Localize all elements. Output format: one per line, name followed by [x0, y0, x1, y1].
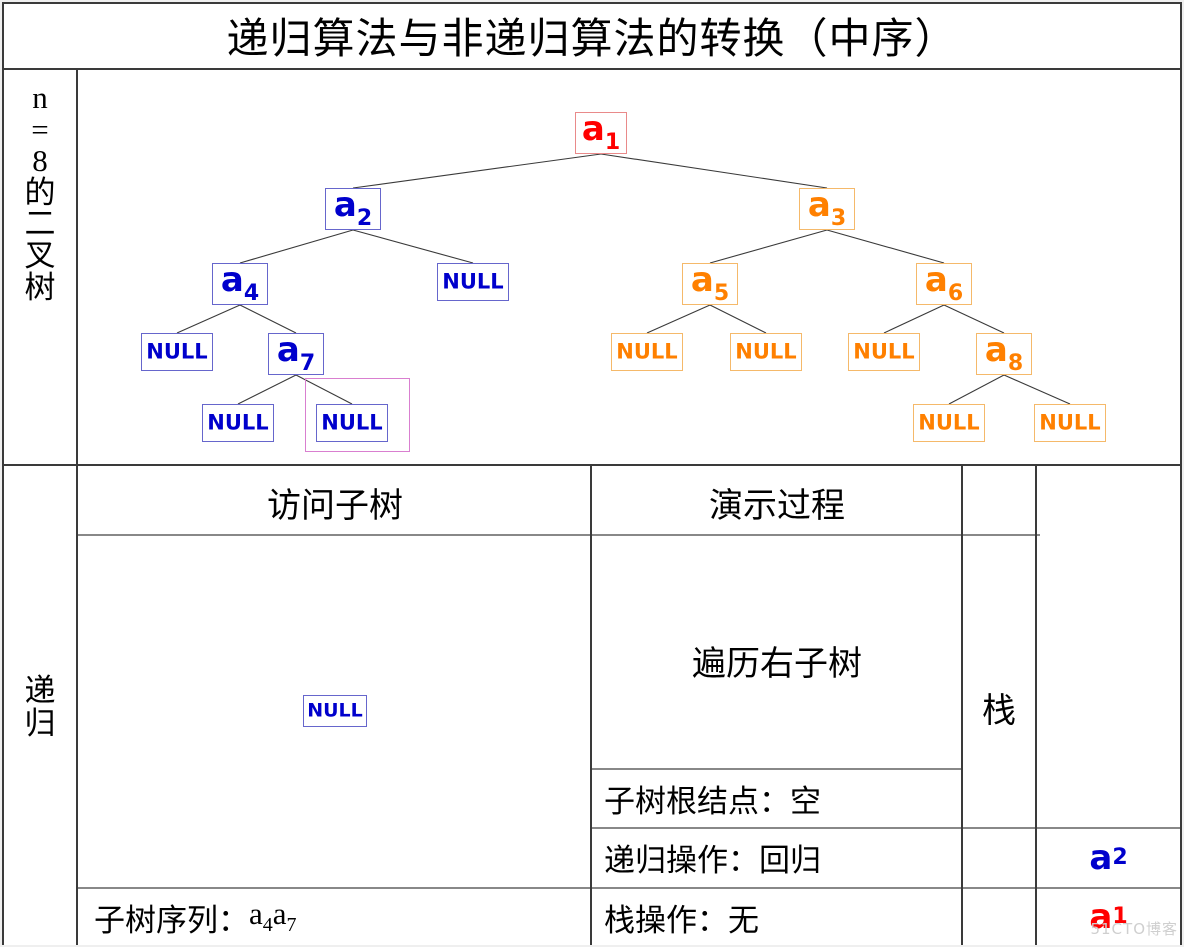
- tree-node-label: a2: [333, 185, 373, 231]
- tree-row-label-char: 树: [24, 269, 56, 305]
- tree-edges: [176, 153, 1071, 405]
- frame-right-line: [1180, 2, 1182, 945]
- tree-edge: [352, 229, 474, 264]
- tree-node-a3: a3: [799, 188, 855, 230]
- tree-node-label: NULL: [207, 410, 269, 435]
- tree-node-n5l: NULL: [611, 333, 683, 371]
- tree-node-n4l: NULL: [141, 333, 213, 371]
- tree-row-label: n = 8 的 二 叉 树: [4, 72, 76, 464]
- tree-node-label: a8: [984, 330, 1024, 376]
- visit-subtree-null-node: NULL: [303, 695, 367, 727]
- demo-main-text: 遍历右子树: [692, 645, 862, 683]
- tree-node-label: a6: [924, 260, 964, 306]
- header-visit-subtree: 访问子树: [267, 487, 403, 525]
- tree-row-label-char: 8: [32, 143, 48, 179]
- frame-left-line: [2, 2, 4, 945]
- tree-bottom-line: [0, 464, 1184, 466]
- header-demo-process: 演示过程: [709, 487, 845, 525]
- demo-divider-3: [78, 887, 1184, 889]
- demo-row-stack-op: 栈操作：无: [604, 902, 759, 938]
- tree-node-a6: a6: [916, 263, 972, 305]
- tree-row-label-char: =: [31, 111, 49, 147]
- tree-node-n8l: NULL: [913, 404, 985, 442]
- header-bottom-line: [78, 534, 1040, 536]
- tree-node-label: a3: [807, 185, 847, 231]
- subtree-sequence-row: 子树序列： a4a7: [94, 889, 584, 945]
- tree-node-label: a7: [276, 330, 316, 376]
- tree-row-label-char: 的: [24, 174, 56, 210]
- tree-node-a2: a2: [325, 188, 381, 230]
- frame-top-line: [0, 2, 1184, 4]
- tree-edge: [709, 229, 828, 264]
- tree-edge: [826, 229, 945, 264]
- tree-node-label: NULL: [918, 410, 980, 435]
- sequence-item: a4: [249, 896, 273, 937]
- tree-node-n5r: NULL: [730, 333, 802, 371]
- visit-subtree-null-label: NULL: [307, 699, 363, 722]
- demo-row-recursive-op: 递归操作：回归: [604, 842, 821, 878]
- tree-edge: [239, 229, 354, 264]
- tree-edge: [943, 304, 1005, 334]
- tree-node-a1: a1: [575, 112, 627, 154]
- tree-node-n2r: NULL: [437, 263, 509, 301]
- tree-node-n8r: NULL: [1034, 404, 1106, 442]
- demo-row-subtree-root: 子树根结点：空: [604, 783, 821, 819]
- tree-node-n7r: NULL: [316, 404, 388, 442]
- watermark-text: 51CTO博客: [1090, 920, 1178, 938]
- tree-node-label: NULL: [616, 339, 678, 364]
- tree-node-label: NULL: [735, 339, 797, 364]
- tree-node-n7l: NULL: [202, 404, 274, 442]
- title-bottom-line: [0, 68, 1184, 70]
- stack-column-divider: [1035, 466, 1037, 945]
- tree-node-n6l: NULL: [848, 333, 920, 371]
- table-row-label: 递 归: [4, 468, 76, 947]
- demo-divider-2: [592, 827, 1184, 829]
- tree-node-label: NULL: [146, 339, 208, 364]
- tree-node-label: NULL: [1039, 410, 1101, 435]
- tree-edge: [883, 304, 945, 334]
- table-row-label-char-2: 归: [24, 705, 56, 741]
- tree-node-a4: a4: [212, 263, 268, 305]
- tree-node-label: NULL: [321, 410, 383, 435]
- tree-node-a8: a8: [976, 333, 1032, 375]
- tree-edge: [1003, 374, 1071, 405]
- tree-edge: [352, 153, 602, 189]
- tree-node-a7: a7: [268, 333, 324, 375]
- tree-node-label: a4: [220, 260, 260, 306]
- tree-edge: [176, 304, 241, 334]
- tree-node-label: NULL: [442, 269, 504, 294]
- tree-edge: [600, 153, 828, 189]
- tree-edge: [948, 374, 1005, 405]
- page-title: 递归算法与非递归算法的转换（中序）: [226, 16, 958, 63]
- visit-demo-divider: [590, 466, 592, 945]
- subtree-sequence-label: 子树序列：: [94, 902, 249, 938]
- tree-edge: [237, 374, 297, 405]
- tree-node-a5: a5: [682, 263, 738, 305]
- demo-divider-1: [592, 768, 962, 770]
- stack-label-divider: [961, 466, 963, 945]
- tree-row-label-char: n: [32, 80, 48, 115]
- tree-row-label-char: 叉: [24, 238, 56, 274]
- tree-edge: [709, 304, 767, 334]
- tree-node-label: a1: [581, 109, 621, 155]
- tree-row-label-char: 二: [24, 206, 56, 242]
- sequence-item: a7: [272, 896, 297, 937]
- tree-node-label: a5: [690, 260, 730, 306]
- stack-column-label: 栈: [982, 693, 1016, 730]
- current-node-highlight-box: [305, 378, 410, 452]
- label-column-line: [76, 68, 78, 945]
- tree-edge: [239, 304, 297, 334]
- subtree-sequence-items: a4a7: [249, 896, 297, 937]
- table-row-label-char-1: 递: [24, 672, 56, 708]
- tree-node-label: NULL: [853, 339, 915, 364]
- tree-edge: [646, 304, 711, 334]
